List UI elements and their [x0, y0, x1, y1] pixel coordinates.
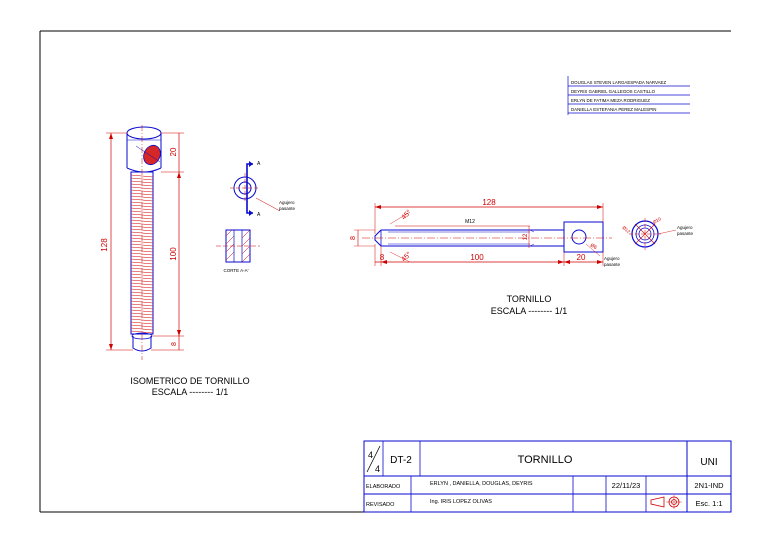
isometric-dimensions: 128 20 100 8: [100, 132, 184, 351]
section-hole-note-line1: Agujero: [279, 200, 295, 205]
section-caption: CORTE A-A': [223, 268, 248, 273]
thread-line: [130, 210, 154, 214]
section-view: A A Agujero pasante CORTE A-A': [216, 161, 296, 273]
front-view-hole-note-line1: Agujero: [604, 256, 620, 261]
front-view-dim-thread: M12: [465, 219, 475, 225]
front-view-outline: [374, 221, 604, 253]
isometric-view: 128 20 100 8 ISOMETRICO DE TORNILLO ESCA…: [100, 125, 250, 397]
title-sheet-den: 4: [375, 464, 380, 474]
thread-line: [130, 177, 154, 181]
front-view-hole: [571, 229, 587, 245]
isometric-head: [126, 126, 162, 173]
thread-line: [130, 243, 154, 247]
title-elaborado-value: ERLYN , DANIELLA, DOUGLAS, DEYRIS: [430, 481, 533, 487]
front-view-dim-hole: Ø6: [589, 243, 598, 252]
thread-line: [130, 276, 154, 280]
front-view-dim-total: 128: [482, 198, 496, 207]
main-caption-title: TORNILLO: [507, 294, 552, 304]
front-view-dim-tip: 8: [380, 253, 385, 262]
title-institution: UNI: [700, 457, 717, 468]
front-view-hole-note-line2: pasante: [604, 262, 621, 267]
title-drawing-code: DT-2: [390, 455, 412, 466]
isometric-hole: [143, 145, 161, 165]
section-cut-label-bottom: A: [257, 212, 261, 218]
front-view-dim-shank: 100: [470, 253, 484, 262]
section-hole-note-line2: pasante: [279, 206, 296, 211]
isometric-dim-tip: 8: [171, 342, 178, 346]
title-date: 22/11/23: [612, 481, 641, 490]
front-view: 128 M12 45° 45° 8 12 Ø6: [350, 198, 621, 267]
author-1: DOUGLAS STEVEN LARGAESPADA NARVAEZ: [571, 80, 666, 85]
isometric-dim-shank: 100: [169, 247, 178, 261]
front-view-dim-dia: 8: [350, 236, 357, 240]
isometric-dim-total: 128: [100, 238, 109, 252]
thread-line: [130, 306, 154, 310]
sheet-border: [39, 30, 731, 513]
isometric-caption-scale: ESCALA -------- 1/1: [152, 387, 229, 397]
thread-line: [130, 240, 154, 244]
title-elaborado-label: ELABORADO: [366, 484, 401, 490]
projection-symbol-icon: [650, 495, 682, 509]
author-4: DANIELLA ESTEFANIA PEREZ MALESPIN: [571, 107, 656, 112]
main-caption-scale: ESCALA -------- 1/1: [491, 306, 568, 316]
thread-line: [130, 273, 154, 277]
isometric-caption-title: ISOMETRICO DE TORNILLO: [130, 376, 249, 386]
title-sheet-num: 4: [368, 450, 373, 460]
section-hatch: [225, 229, 251, 263]
title-group: 2N1-IND: [694, 481, 724, 490]
title-revisado-label: REVISADO: [366, 502, 395, 508]
end-view-hole-note-line2: pasante: [677, 231, 694, 236]
end-view-dim-b: Ø10: [652, 216, 662, 225]
front-view-dim-head: 20: [577, 253, 586, 262]
thread-line: [130, 174, 154, 178]
front-view-dim-chamfer-bottom: 45°: [400, 250, 413, 263]
isometric-dim-head: 20: [169, 147, 178, 156]
title-revisado-value: Ing. IRIS LOPEZ OLIVAS: [430, 499, 492, 505]
author-2: DEYRIS GABRIEL GALLEGOS CASTILLO: [571, 89, 656, 94]
front-view-dim-chamfer-top: 45°: [400, 208, 413, 221]
end-view-dim-a: Ø12: [621, 225, 631, 235]
front-view-head: [563, 221, 604, 253]
end-view: Ø12 Ø10 Agujero pasante: [621, 216, 694, 250]
author-3: ERLYN DE FATIMA MEZA RODRIGUEZ: [571, 98, 650, 103]
authors-list: DOUGLAS STEVEN LARGAESPADA NARVAEZ DEYRI…: [567, 76, 690, 115]
thread-line: [130, 309, 154, 313]
end-view-hole-note-line1: Agujero: [677, 225, 693, 230]
section-cut-label-top: A: [257, 161, 261, 167]
title-drawing-title: TORNILLO: [518, 454, 573, 466]
title-block: 4 4 DT-2 TORNILLO UNI ELABORADO ERLYN , …: [363, 440, 732, 513]
front-view-dim-head-height: 12: [523, 233, 529, 240]
thread-line: [130, 207, 154, 211]
title-scale: Esc. 1:1: [695, 499, 722, 508]
